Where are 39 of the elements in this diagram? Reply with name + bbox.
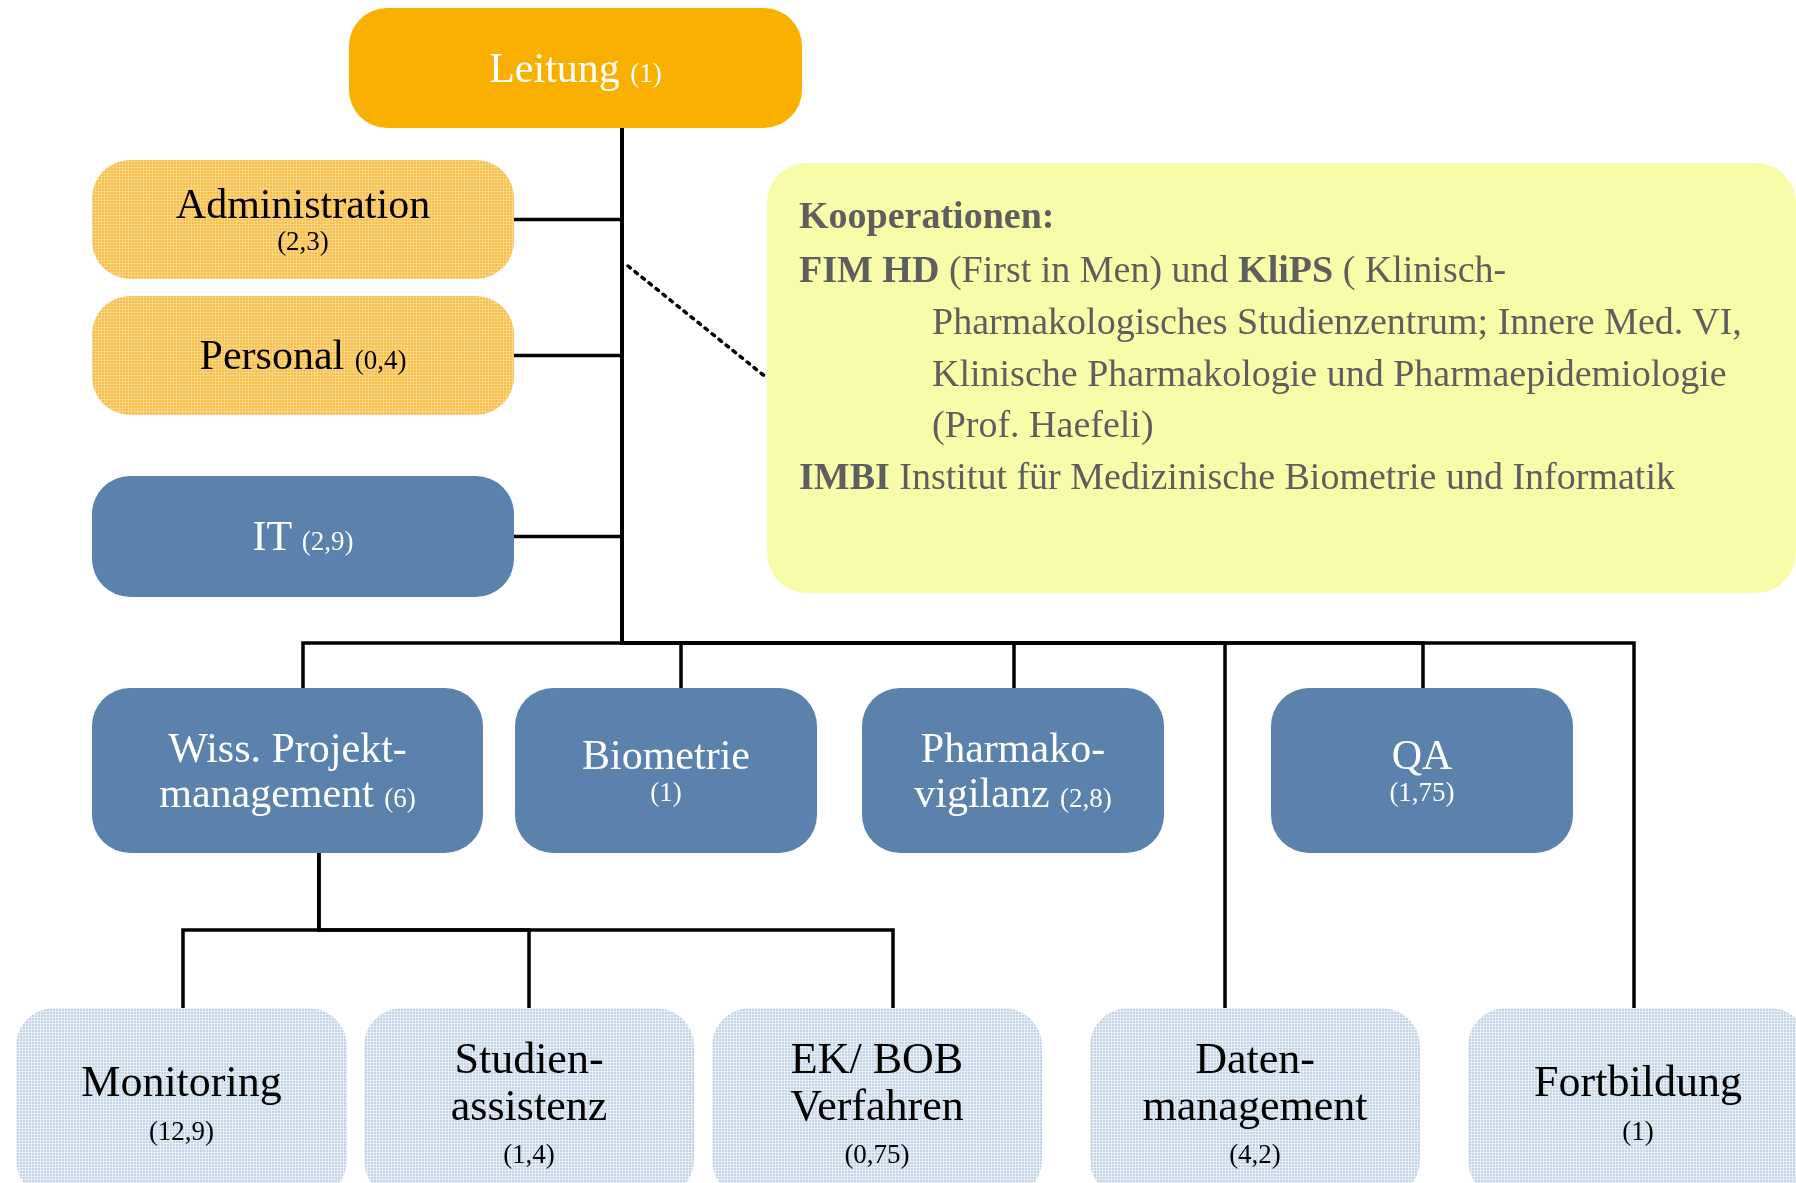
connector-line	[317, 853, 895, 1008]
staff-count: (1)	[1622, 1115, 1654, 1147]
unit-label: Pharmako-vigilanz (2,8)	[913, 726, 1113, 815]
department-box	[92, 476, 514, 597]
unit-label: Fortbildung	[1534, 1059, 1742, 1106]
unit-label: QA	[1391, 732, 1453, 778]
note-heading: Kooperationen:	[799, 193, 1055, 238]
unit-box	[364, 1008, 694, 1183]
staff-count: (0,75)	[844, 1138, 910, 1170]
unit-label: Leitung (1)	[489, 45, 662, 91]
note-box	[767, 163, 1796, 593]
unit-label: Daten-management	[1141, 1036, 1369, 1129]
unit-label: EK/ BOB Verfahren	[789, 1036, 965, 1129]
unit-box	[1468, 1008, 1796, 1183]
unit-box	[712, 1008, 1042, 1183]
head-box	[349, 8, 802, 128]
staff-count: (4,2)	[1229, 1138, 1281, 1170]
unit-box	[1090, 1008, 1420, 1183]
unit-label: Monitoring	[81, 1059, 282, 1106]
department-box	[92, 688, 483, 853]
unit-label: Personal (0,4)	[199, 333, 407, 378]
staff-count: (1,4)	[503, 1138, 555, 1170]
unit-label: Administration	[175, 181, 431, 227]
unit-label: Wiss. Projekt-management (6)	[158, 726, 417, 815]
department-box	[862, 688, 1164, 853]
staff-count: (1,75)	[1389, 777, 1455, 809]
staff-box	[92, 160, 514, 279]
unit-box	[16, 1008, 347, 1183]
department-box	[1271, 688, 1573, 853]
unit-label: IT (2,9)	[252, 514, 354, 559]
staff-box	[92, 296, 514, 415]
staff-count: (12,9)	[148, 1115, 215, 1147]
unit-label: Studien-assistenz	[449, 1036, 609, 1129]
note-text: IMBI Institut für Medizinische Biometrie und Informatik	[799, 454, 1676, 500]
staff-count: (2,3)	[277, 226, 329, 258]
department-box	[515, 688, 817, 853]
unit-label: Biometrie	[582, 732, 750, 778]
staff-count: (1)	[650, 777, 682, 809]
note-text: FIM HD (First in Men) und KliPS ( Klinisch-Pharmakologisches Studienzentrum; Innere Med. VI, Klinische Pharmakologie und Pharmaepidemiologie (Prof. Haefeli)	[799, 247, 1743, 448]
